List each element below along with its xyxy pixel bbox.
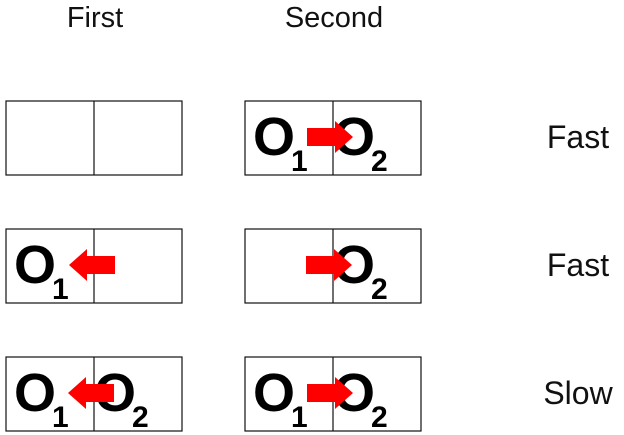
- object-left: O1: [14, 363, 69, 434]
- object-right-subscript: 2: [371, 273, 388, 306]
- object-left: O1: [14, 235, 69, 306]
- header-second: Second: [285, 2, 383, 34]
- arrow-right-icon: [306, 249, 352, 281]
- header-first: First: [67, 2, 123, 34]
- second-panel: O2: [244, 228, 422, 306]
- arrow-left-icon: [68, 377, 114, 409]
- speed-label: Fast: [547, 247, 609, 283]
- first-panel: O1: [5, 228, 183, 306]
- first-panel: [5, 100, 183, 176]
- object-left: O1: [253, 363, 308, 434]
- speed-label: Fast: [547, 119, 609, 155]
- object-right-subscript: 2: [371, 401, 388, 434]
- object-left-subscript: 1: [52, 401, 69, 434]
- object-left-letter: O: [14, 235, 56, 295]
- speed-label: Slow: [543, 375, 613, 411]
- arrow-right-icon: [307, 121, 353, 153]
- arrow-right-icon: [307, 377, 353, 409]
- object-left: O1: [253, 107, 308, 178]
- object-left-subscript: 1: [291, 145, 308, 178]
- object-left-letter: O: [253, 107, 295, 167]
- arrow-left-icon: [69, 249, 115, 281]
- object-left-letter: O: [14, 363, 56, 423]
- object-left-letter: O: [253, 363, 295, 423]
- object-left-subscript: 1: [52, 273, 69, 306]
- object-right-subscript: 2: [132, 401, 149, 434]
- object-left-subscript: 1: [291, 401, 308, 434]
- object-right-subscript: 2: [371, 145, 388, 178]
